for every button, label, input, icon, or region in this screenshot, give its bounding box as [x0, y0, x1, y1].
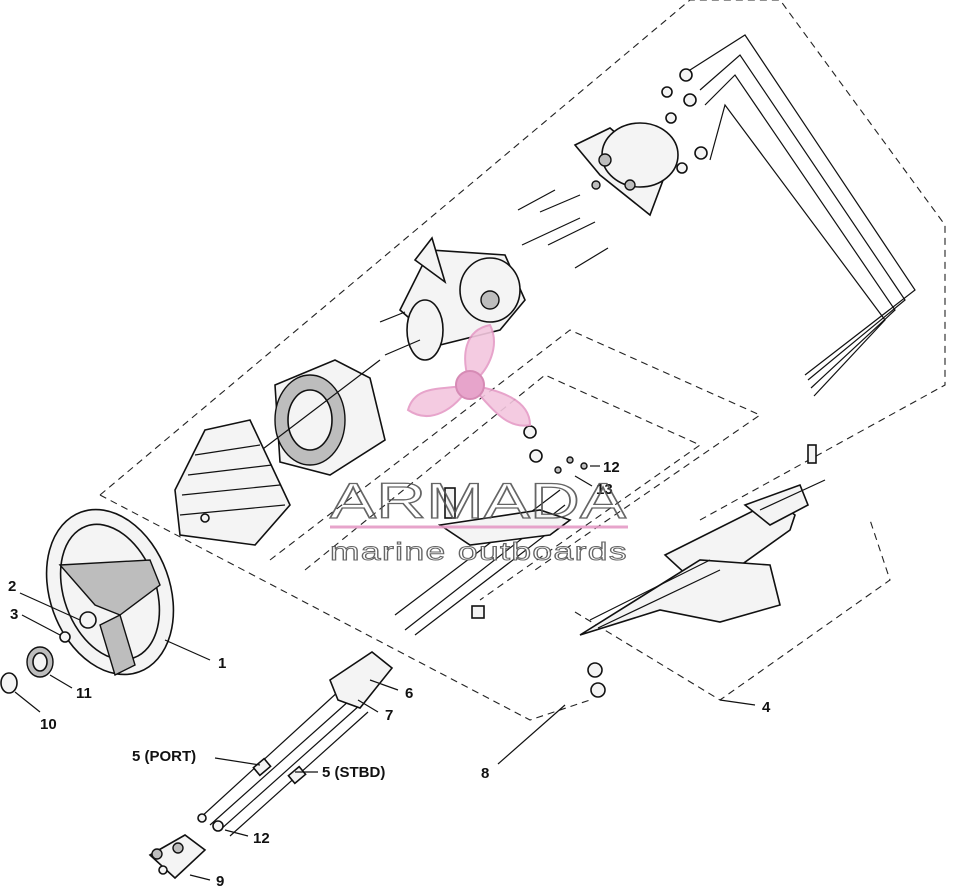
callout-13: 13	[596, 481, 613, 498]
callout-10: 10	[40, 716, 57, 733]
callout-labels: 1 2 3 4 5 (PORT) 5 (STBD) 6 7 8 9 10 11 …	[8, 459, 771, 887]
steering-cylinder	[579, 444, 826, 698]
callout-leaders	[14, 465, 756, 881]
callout-4: 4	[762, 699, 771, 716]
callout-6: 6	[405, 685, 413, 702]
callout-11: 11	[76, 685, 92, 702]
hydraulic-hoses	[197, 651, 394, 837]
callout-9: 9	[216, 873, 224, 887]
propeller-blade-right	[467, 383, 532, 427]
propeller-hub	[455, 370, 485, 400]
watermark-brand: ARMADA	[330, 473, 627, 529]
helm-gear-assembly	[379, 236, 526, 361]
callout-12-bottom: 12	[253, 830, 270, 847]
callout-12-top: 12	[603, 459, 620, 476]
watermark-tagline: marine outboards	[330, 538, 628, 566]
helm-bezel-housing	[254, 359, 386, 476]
callout-5-port: 5 (PORT)	[132, 748, 196, 765]
fastener-set-upper	[517, 68, 708, 269]
callout-2: 2	[8, 578, 16, 595]
propeller-icon	[406, 323, 532, 427]
manifold-fitting	[148, 834, 207, 880]
hub-fasteners	[0, 631, 71, 694]
propeller-blade-left	[406, 383, 472, 417]
propeller-blade-upper	[464, 323, 495, 387]
mounting-flange	[573, 122, 679, 217]
dashed-group-outlines	[99, 0, 946, 721]
callout-1: 1	[218, 655, 226, 672]
steering-wheel	[45, 508, 175, 676]
callout-8: 8	[481, 765, 489, 782]
callout-5-stbd: 5 (STBD)	[322, 764, 385, 781]
cable-routing-lines	[689, 34, 916, 397]
watermark: ARMADA marine outboards	[329, 323, 628, 567]
callout-3: 3	[10, 606, 18, 623]
callout-7: 7	[385, 707, 393, 724]
helm-cone-cover	[174, 419, 291, 546]
rod-assembly	[394, 425, 588, 636]
